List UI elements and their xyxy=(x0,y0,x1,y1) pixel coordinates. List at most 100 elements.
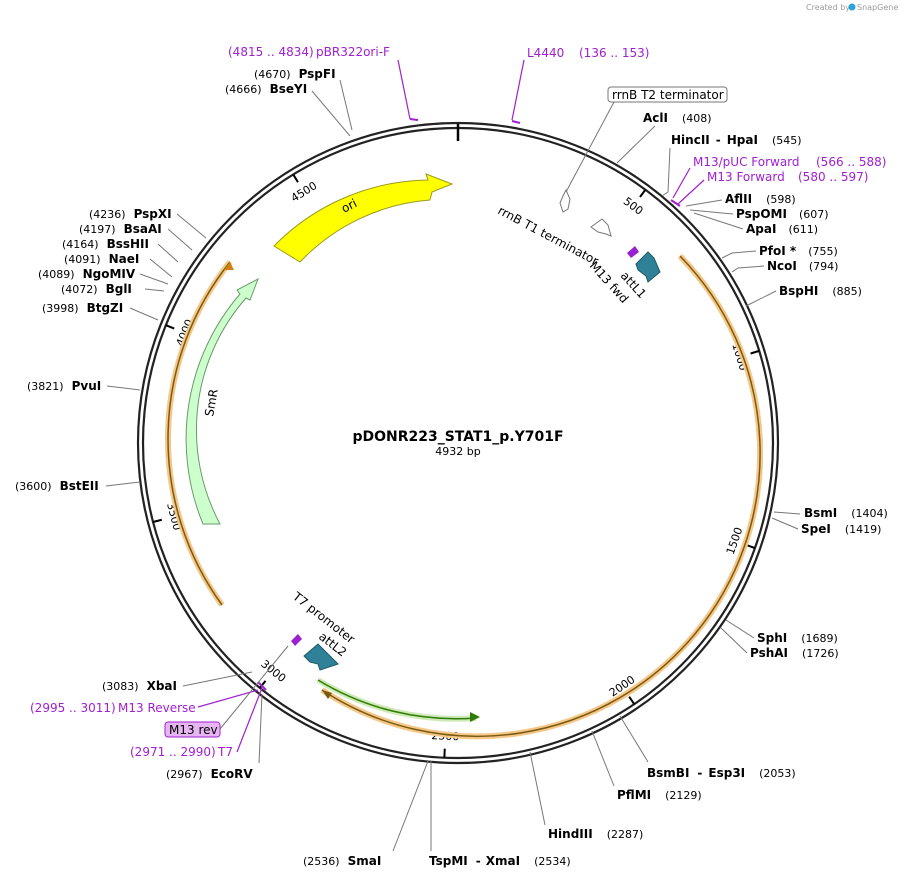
enzyme-BstEII: (3600)BstEII xyxy=(15,479,99,493)
BstEII-leader xyxy=(105,481,141,487)
M13-rev-label-box xyxy=(164,721,221,738)
pBR322ori-F-leader xyxy=(397,59,411,120)
M13-pUC-Forward-leader xyxy=(672,167,691,199)
PfoI-leader xyxy=(721,250,757,259)
BsaAI-leader xyxy=(167,228,193,251)
snapgene-logo-icon xyxy=(848,3,856,11)
enzyme-PfoI: PfoI *(755) xyxy=(759,244,838,258)
primer-range-pBR322ori-F: (4815 .. 4834) xyxy=(228,45,314,59)
M13-fwd-feature xyxy=(627,246,639,258)
smr-feature xyxy=(185,277,259,525)
ori-feature xyxy=(273,173,454,263)
orf-glow-left xyxy=(165,260,233,607)
rrnB-T1-feature xyxy=(590,218,612,237)
PflMI-leader xyxy=(591,730,615,787)
enzyme-AflII: AflII(598) xyxy=(725,192,796,206)
primer-range-L4440: (136 .. 153) xyxy=(579,46,649,60)
enzyme-PflMI: PflMI(2129) xyxy=(617,788,702,802)
enzyme-BseYI: (4666)BseYI xyxy=(225,82,307,96)
enzyme-NgoMIV: (4089)NgoMIV xyxy=(38,267,136,281)
rrnB-T1-label: rrnB T1 terminator xyxy=(496,203,601,268)
enzyme-NaeI: (4091)NaeI xyxy=(64,252,139,266)
NcoI-leader xyxy=(731,265,765,273)
enzyme-SphI: SphI(1689) xyxy=(757,631,838,645)
primer-M13-Reverse: M13 Reverse xyxy=(118,701,196,715)
plasmid-name: pDONR223_STAT1_p.Y701F xyxy=(352,429,563,445)
tick-mark-3000 xyxy=(259,680,267,689)
orf-line-main xyxy=(321,255,761,738)
AclI-leader xyxy=(616,125,656,164)
primer-range-M13-Reverse: (2995 .. 3011) xyxy=(30,701,116,715)
tick-mark-3500 xyxy=(152,518,163,523)
tick-label-4500: 4500 xyxy=(289,179,320,205)
enzyme-BssHII: (4164)BssHII xyxy=(62,237,149,251)
BglI-leader xyxy=(144,288,165,292)
plasmid-length: 4932 bp xyxy=(435,445,480,458)
tick-label-3000: 3000 xyxy=(258,657,288,685)
rrnB-T2-label: rrnB T2 terminator xyxy=(612,88,724,102)
enzyme-BspHI: BspHI(885) xyxy=(779,284,862,298)
orf-main-arrowhead xyxy=(322,690,332,699)
primer-M13-Forward: M13 Forward xyxy=(707,170,785,184)
rrnB-T2-feature xyxy=(559,188,571,213)
attL2-feature xyxy=(303,643,339,671)
backbone-outer-strand xyxy=(136,121,780,765)
enzyme-ApaI: ApaI(611) xyxy=(746,222,818,236)
BsmI-leader xyxy=(773,511,801,515)
tick-mark-500 xyxy=(639,189,647,198)
smr-label: SmR xyxy=(202,388,221,418)
BtgZI-leader xyxy=(129,307,159,321)
tick-mark-4000 xyxy=(165,324,175,330)
T7-leader xyxy=(236,687,263,753)
primer-T7: T7 xyxy=(217,745,233,759)
enzyme-PshAI: PshAI(1726) xyxy=(750,646,839,660)
enzyme-PspFI: (4670)PspFI xyxy=(254,67,336,81)
primer-range-M13-pUC-Forward: (566 .. 588) xyxy=(816,155,886,169)
BsmBI-leader xyxy=(619,715,649,763)
enzyme-BsmI: BsmI(1404) xyxy=(804,506,888,520)
enzyme-SpeI: SpeI(1419) xyxy=(801,522,881,536)
M13-Forward-leader xyxy=(677,179,705,205)
pBR322ori-F-binding xyxy=(409,118,419,121)
enzyme-BsmBI: BsmBI-Esp3I(2053) xyxy=(647,766,796,780)
primer-M13-pUC-Forward: M13/pUC Forward xyxy=(693,155,800,169)
enzyme-HindIII: HindIII(2287) xyxy=(548,827,643,841)
M13-reverse-binding xyxy=(257,681,267,691)
enzyme-PspXI: (4236)PspXI xyxy=(89,207,172,221)
primer-M13-rev: M13 rev xyxy=(169,723,218,737)
AflII-leader xyxy=(685,199,723,207)
NgoMIV-leader xyxy=(139,273,169,285)
primer-L4440: L4440 xyxy=(527,46,564,60)
SpeI-leader xyxy=(771,517,799,530)
enzyme-AclI: AclI(408) xyxy=(643,111,712,125)
orf-glow-main xyxy=(320,253,764,740)
credit-brand: SnapGene xyxy=(857,3,898,12)
tick-mark-2000 xyxy=(628,696,636,705)
EcoRV-leader xyxy=(258,693,263,764)
HincII-leader xyxy=(661,147,671,197)
PshAI-leader xyxy=(720,627,748,654)
L4440-leader xyxy=(511,59,525,121)
insert-arrow xyxy=(317,679,477,720)
primer-range-M13-Forward: (580 .. 597) xyxy=(798,170,868,184)
PspXI-leader xyxy=(176,213,207,239)
L4440-binding xyxy=(511,120,521,124)
orf-line-left xyxy=(167,261,231,606)
NaeI-leader xyxy=(149,258,173,278)
enzyme-PspOMI: PspOMI(607) xyxy=(736,207,829,221)
enzyme-BtgZI: (3998)BtgZI xyxy=(42,301,123,315)
rrnB-T2-leader xyxy=(565,101,615,193)
enzyme-HincII: HincII-HpaI(545) xyxy=(671,133,802,147)
insert-arrowhead xyxy=(470,712,480,722)
attL1-feature xyxy=(635,251,661,283)
tick-mark-1500 xyxy=(746,544,756,550)
BspHI-leader xyxy=(745,290,777,307)
enzyme-BglI: (4072)BglI xyxy=(61,282,132,296)
enzyme-XbaI: (3083)XbaI xyxy=(102,679,177,693)
enzyme-SmaI: (2536)SmaI xyxy=(303,854,381,868)
enzyme-PvuI: (3821)PvuI xyxy=(27,379,101,393)
PspFI-leader xyxy=(339,79,353,131)
enzyme-EcoRV: (2967)EcoRV xyxy=(166,767,253,781)
